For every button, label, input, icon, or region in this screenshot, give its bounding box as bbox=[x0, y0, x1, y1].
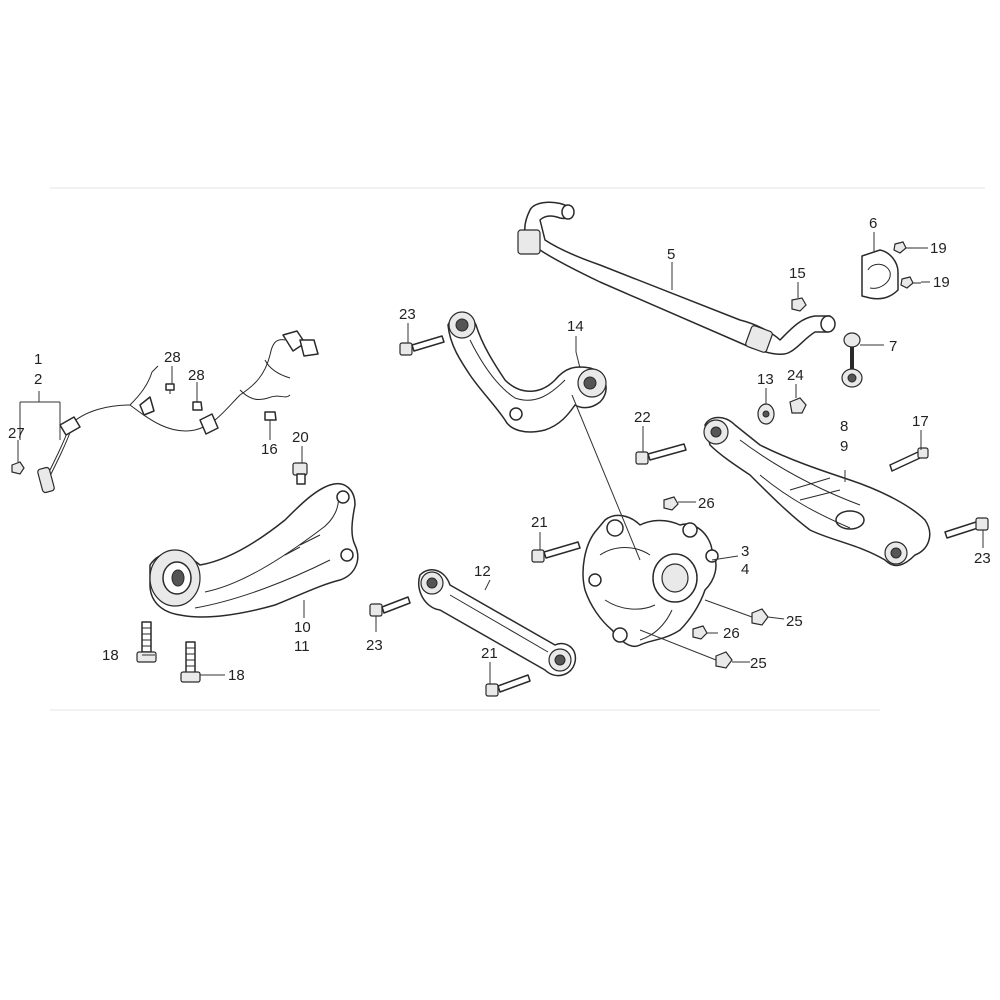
callout-12: 12 bbox=[474, 563, 491, 580]
trailing-arm-part bbox=[149, 483, 359, 618]
bolt-21a-part bbox=[531, 541, 581, 563]
bolt-23b-part bbox=[369, 596, 411, 617]
callout-17: 17 bbox=[912, 413, 929, 430]
bracket-6-part bbox=[861, 249, 899, 300]
callout-5: 5 bbox=[667, 246, 675, 263]
callout-24: 24 bbox=[787, 367, 804, 384]
knuckle-3-4-part bbox=[582, 514, 719, 647]
callout-16: 16 bbox=[261, 441, 278, 458]
bolt-20-part bbox=[292, 462, 308, 485]
callout-4: 4 bbox=[741, 561, 749, 578]
callout-20: 20 bbox=[292, 429, 309, 446]
callout-19b: 19 bbox=[933, 274, 950, 291]
stabilizer-bar-5-part bbox=[517, 201, 836, 355]
callout-25b: 25 bbox=[750, 655, 767, 672]
clip-28b-part bbox=[192, 401, 203, 411]
callout-1: 1 bbox=[34, 351, 42, 368]
nut-25a-part bbox=[751, 608, 769, 626]
callout-15: 15 bbox=[789, 265, 806, 282]
callout-23c: 23 bbox=[974, 550, 991, 567]
callout-23a: 23 bbox=[399, 306, 416, 323]
callout-21a: 21 bbox=[531, 514, 548, 531]
nut-26a-part bbox=[663, 496, 679, 511]
bolt-21b-part bbox=[485, 674, 531, 697]
nut-27-part bbox=[11, 461, 25, 475]
bolt-18b-part bbox=[180, 641, 201, 683]
callout-26a: 26 bbox=[698, 495, 715, 512]
callout-10: 10 bbox=[294, 619, 311, 636]
nut-24-part bbox=[789, 397, 807, 414]
upper-arm-14-part bbox=[447, 311, 607, 433]
harness-cable-part bbox=[37, 330, 319, 494]
callout-19a: 19 bbox=[930, 240, 947, 257]
leader-lines bbox=[17, 232, 984, 684]
callout-27: 27 bbox=[8, 425, 25, 442]
bolt-17-part bbox=[889, 447, 929, 472]
bolt-23a-part bbox=[399, 335, 445, 356]
stabilizer-link-7-part bbox=[841, 332, 863, 388]
nut-26b-part bbox=[692, 625, 708, 640]
callout-23b: 23 bbox=[366, 637, 383, 654]
callout-26b: 26 bbox=[723, 625, 740, 642]
callout-18b: 18 bbox=[228, 667, 245, 684]
callout-21b: 21 bbox=[481, 645, 498, 662]
callout-labels: 1 2 27 28 28 16 20 10 11 18 18 23 12 21 … bbox=[8, 215, 991, 684]
nut-25b-part bbox=[715, 651, 733, 669]
clip-16-part bbox=[264, 411, 277, 421]
callout-7: 7 bbox=[889, 338, 897, 355]
callout-18a: 18 bbox=[102, 647, 119, 664]
callout-13: 13 bbox=[757, 371, 774, 388]
callout-11: 11 bbox=[294, 638, 310, 655]
callout-22: 22 bbox=[634, 409, 651, 426]
bolt-23c-part bbox=[944, 517, 989, 539]
lower-link-12-part bbox=[418, 569, 577, 677]
lower-arm-8-9-part bbox=[703, 416, 931, 567]
callout-2: 2 bbox=[34, 371, 42, 388]
washer-13-part bbox=[757, 403, 775, 425]
bolt-22-part bbox=[635, 443, 687, 465]
bolt-18a-part bbox=[136, 621, 157, 663]
bolt-19b-part bbox=[900, 276, 921, 289]
callout-8: 8 bbox=[840, 418, 848, 435]
callout-3: 3 bbox=[741, 543, 749, 560]
clip-28a-part bbox=[165, 383, 175, 394]
callout-14: 14 bbox=[567, 318, 584, 335]
nut-15-part bbox=[791, 297, 807, 312]
callout-6: 6 bbox=[869, 215, 877, 232]
callout-28b: 28 bbox=[188, 367, 205, 384]
callout-28a: 28 bbox=[164, 349, 181, 366]
callout-9: 9 bbox=[840, 438, 848, 455]
bolt-19a-part bbox=[893, 241, 914, 254]
callout-25a: 25 bbox=[786, 613, 803, 630]
